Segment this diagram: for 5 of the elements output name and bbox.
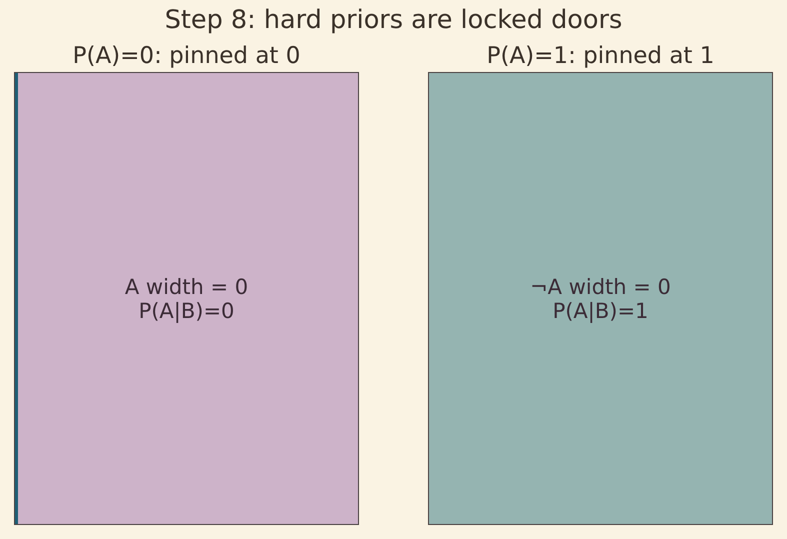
panel-title: P(A)=0: pinned at 0 [72,42,300,69]
panel-text: ¬A width = 0 P(A|B)=1 [529,274,672,323]
panel-text: A width = 0 P(A|B)=0 [124,274,250,323]
chart-title: Step 8: hard priors are locked doors [164,6,624,36]
panel-title: P(A)=1: pinned at 1 [486,42,714,69]
